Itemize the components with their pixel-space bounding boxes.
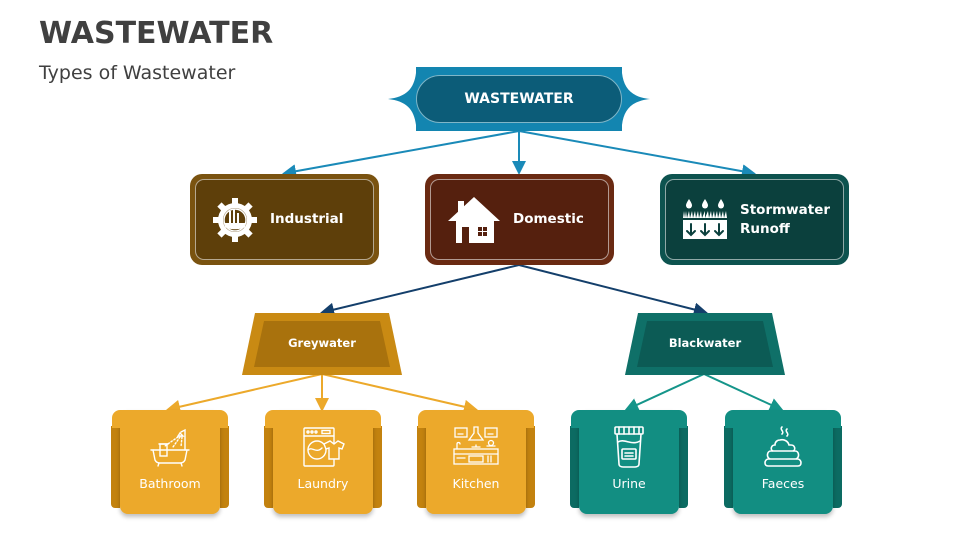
node-blackwater: Blackwater [625,313,785,375]
node-label-line2: Runoff [740,220,790,237]
node-label: Kitchen [452,476,500,491]
node-bathroom: Bathroom [111,410,229,518]
node-label: Greywater [288,336,356,350]
root-label: WASTEWATER [464,91,574,107]
connector-domestic-blackwater [518,264,708,317]
factory-gear-icon [210,195,260,245]
washing-machine-icon [298,424,348,470]
node-label-line1: Stormwater [740,201,831,218]
kitchen-icon [451,424,501,470]
node-label: Faeces [761,476,805,491]
connector-domestic-greywater [320,264,520,317]
node-faeces: Faeces [724,410,842,518]
node-label: Bathroom [139,476,201,491]
trapezoid-shape [242,313,402,375]
house-icon [445,195,503,245]
node-label: Blackwater [668,336,742,350]
trapezoid-shape [625,313,785,375]
root-node-wastewater: WASTEWATER [388,67,650,131]
connector-blackwater-urine [624,373,705,412]
page-subtitle: Types of Wastewater [39,62,236,84]
node-urine: Urine [570,410,688,518]
urine-cup-icon [604,424,654,470]
root-label-pill: WASTEWATER [416,75,622,123]
faeces-icon [758,424,808,470]
node-domestic: Domestic [425,174,614,265]
node-label: Laundry [297,476,349,491]
node-greywater: Greywater [242,313,402,375]
connector-root-stormwater [518,130,756,179]
node-industrial: Industrial [190,174,379,265]
connector-root-industrial [282,130,520,179]
node-stormwater-runoff: Stormwater Runoff [660,174,849,265]
page-title: WASTEWATER [39,16,274,51]
bathtub-icon [145,424,195,470]
connector-greywater-kitchen [321,373,478,414]
connector-blackwater-faeces [703,373,784,412]
node-label: Stormwater Runoff [740,201,830,239]
node-label: Urine [612,476,646,491]
connector-greywater-bathroom [166,373,323,414]
node-kitchen: Kitchen [417,410,535,518]
node-label: Domestic [513,211,584,227]
node-label: Industrial [270,211,344,227]
rain-runoff-icon [680,195,730,245]
node-laundry: Laundry [264,410,382,518]
